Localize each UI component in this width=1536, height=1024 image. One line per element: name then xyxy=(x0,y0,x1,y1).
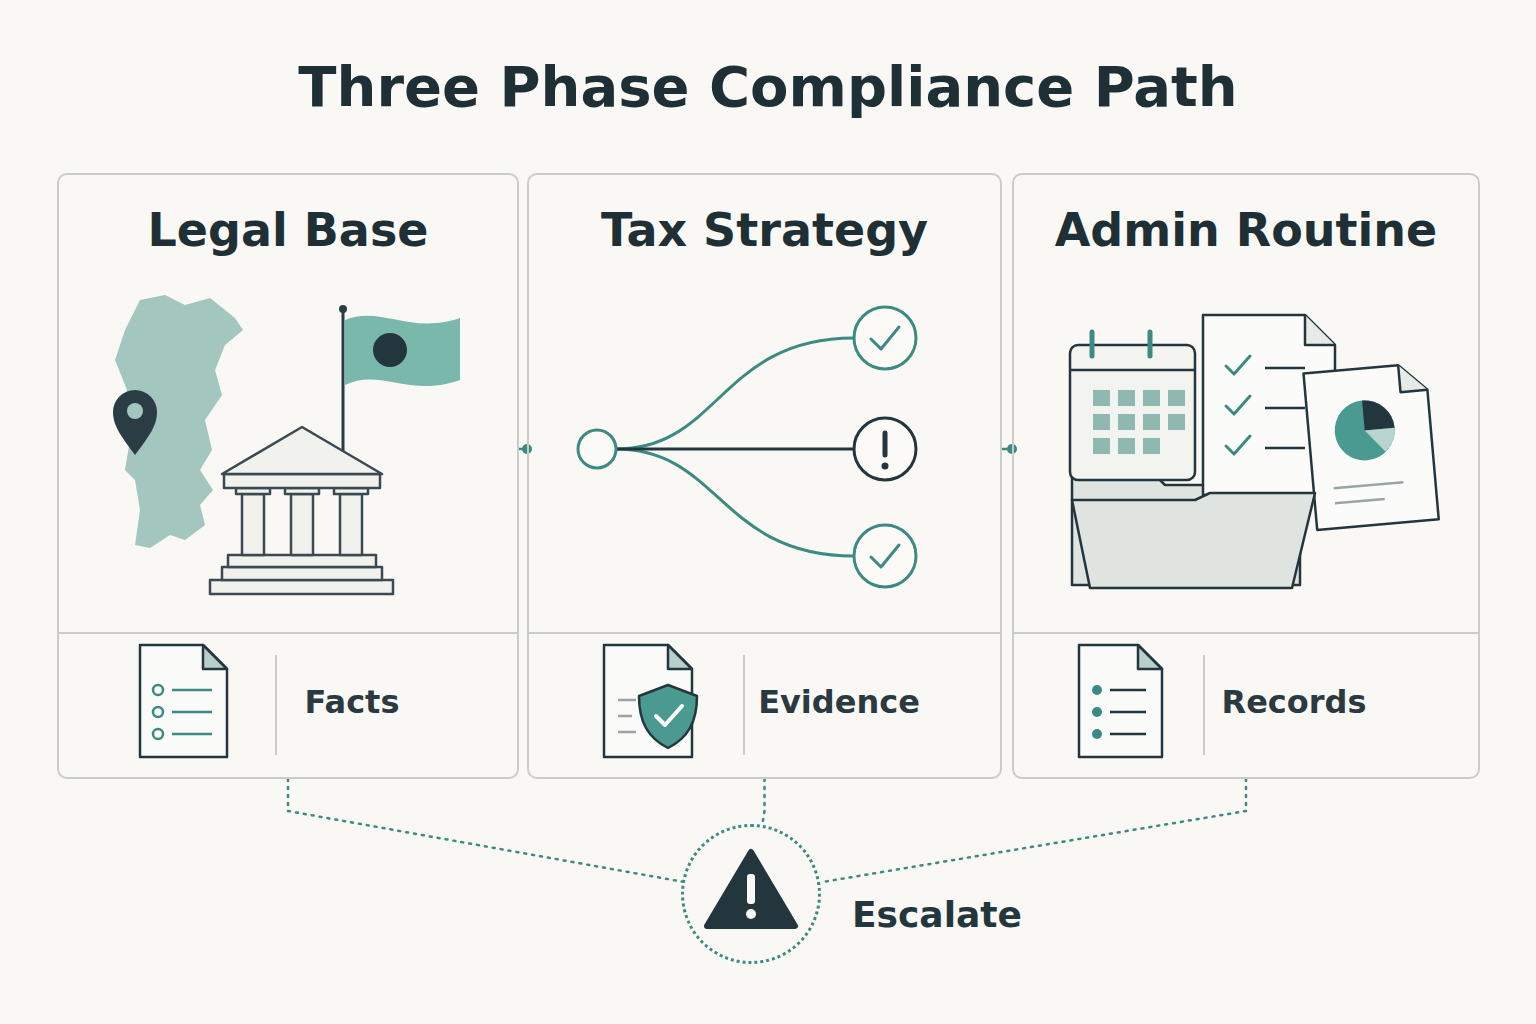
records-illustration xyxy=(1070,315,1439,588)
phase-panel: Tax StrategyEvidence xyxy=(527,173,1002,779)
escalation-link xyxy=(762,779,764,825)
connector-group xyxy=(820,779,1246,882)
panel-divider xyxy=(1014,632,1478,634)
escalation-label: Escalate xyxy=(852,893,1022,937)
evidence-doc-icon xyxy=(604,645,744,757)
connector-group xyxy=(288,779,682,882)
phase-heading: Admin Routine xyxy=(1014,203,1478,257)
connector-group xyxy=(519,444,532,454)
warning-symbol xyxy=(707,852,795,926)
output-label: Facts xyxy=(232,682,472,722)
phase-heading: Tax Strategy xyxy=(529,203,1000,257)
connector-group xyxy=(762,779,764,825)
flag-symbol xyxy=(339,305,460,470)
diagram-title: Three Phase Compliance Path xyxy=(0,54,1536,119)
records-doc-icon xyxy=(1079,645,1204,757)
output-label: Records xyxy=(1174,682,1414,722)
escalation-circle: Escalate xyxy=(681,824,821,964)
phase-panel: Admin RoutineRecords xyxy=(1012,173,1480,779)
decision-branches xyxy=(578,307,916,587)
phase-heading: Legal Base xyxy=(59,203,517,257)
escalation-link xyxy=(288,779,682,882)
courthouse-symbol xyxy=(210,427,393,594)
phase-panel: Legal BaseFacts xyxy=(57,173,519,779)
panel-divider xyxy=(529,632,1000,634)
portugal-map xyxy=(113,295,243,548)
connector-group xyxy=(1002,444,1017,454)
facts-doc-icon xyxy=(140,645,276,757)
escalation-link xyxy=(820,779,1246,882)
panel-divider xyxy=(59,632,517,634)
output-label: Evidence xyxy=(719,682,959,722)
